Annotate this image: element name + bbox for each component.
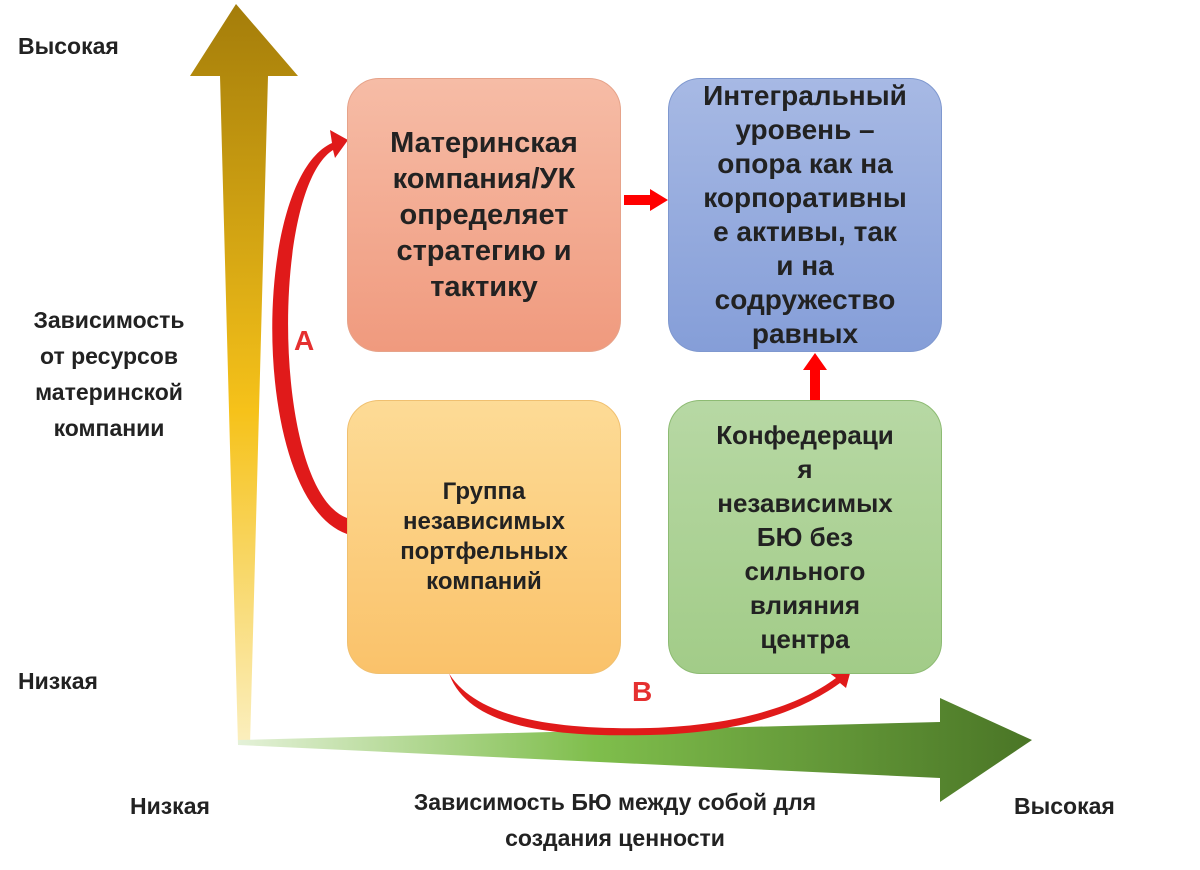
box-line: влияния (749, 590, 861, 620)
box-group-text: Группа независимых портфельных компаний (400, 477, 568, 597)
x-axis-low-label: Низкая (130, 793, 210, 819)
box-line: е активы, так (713, 216, 897, 247)
box-line: уровень – (735, 114, 875, 145)
box-line: Группа (442, 478, 526, 505)
box-integral-level: Интегральный уровень – опора как на корп… (668, 78, 942, 352)
x-axis-title-line: Зависимость БЮ между собой для (413, 789, 817, 815)
y-axis-title-line: от ресурсов (40, 343, 178, 369)
transition-b-arrow (445, 666, 852, 736)
box-line: стратегию и (396, 235, 572, 267)
box-integral-text: Интегральный уровень – опора как на корп… (703, 79, 907, 351)
box-line: БЮ без (756, 522, 854, 552)
box-line: я (797, 454, 813, 484)
y-axis-title-line: Зависимость (33, 307, 185, 333)
parent-to-integral-arrow (624, 189, 668, 211)
box-line: независимых (717, 488, 893, 518)
x-axis-high-label: Высокая (1014, 793, 1115, 819)
box-line: Интегральный (703, 80, 907, 111)
y-axis-arrow (190, 4, 298, 745)
box-line: корпоративны (703, 182, 907, 213)
y-axis-high-label: Высокая (18, 33, 119, 59)
box-portfolio-group: Группа независимых портфельных компаний (347, 400, 621, 674)
box-line: опора как на (717, 148, 893, 179)
transition-a-arrow (272, 130, 348, 534)
box-line: Материнская (390, 127, 578, 159)
x-axis-title: Зависимость БЮ между собой для создания … (380, 784, 850, 856)
y-axis-title-line: материнской (35, 379, 183, 405)
box-confed-text: Конфедераци я независимых БЮ без сильног… (716, 418, 894, 656)
box-line: и на (776, 250, 834, 281)
box-line: содружество (714, 284, 896, 315)
box-line: независимых (402, 508, 565, 535)
x-axis-title-line: создания ценности (505, 825, 725, 851)
box-line: Конфедераци (716, 420, 894, 450)
transition-a-label: А (294, 325, 315, 356)
box-confederation: Конфедераци я независимых БЮ без сильног… (668, 400, 942, 674)
y-axis-title: Зависимость от ресурсов материнской комп… (14, 302, 204, 446)
box-line: сильного (744, 556, 866, 586)
confed-to-integral-arrow (803, 353, 827, 400)
box-parent-company: Материнская компания/УК определяет страт… (347, 78, 621, 352)
box-line: компания/УК (392, 163, 576, 195)
box-parent-text: Материнская компания/УК определяет страт… (390, 125, 578, 305)
box-line: компаний (426, 568, 542, 595)
box-line: тактику (430, 271, 538, 303)
y-axis-title-line: компании (53, 415, 165, 441)
transition-b-label: В (632, 676, 653, 707)
box-line: портфельных (400, 538, 568, 565)
box-line: определяет (399, 199, 569, 231)
box-line: центра (760, 624, 850, 654)
box-line: равных (751, 318, 859, 349)
y-axis-low-label: Низкая (18, 668, 98, 694)
x-axis-arrow (238, 698, 1032, 802)
